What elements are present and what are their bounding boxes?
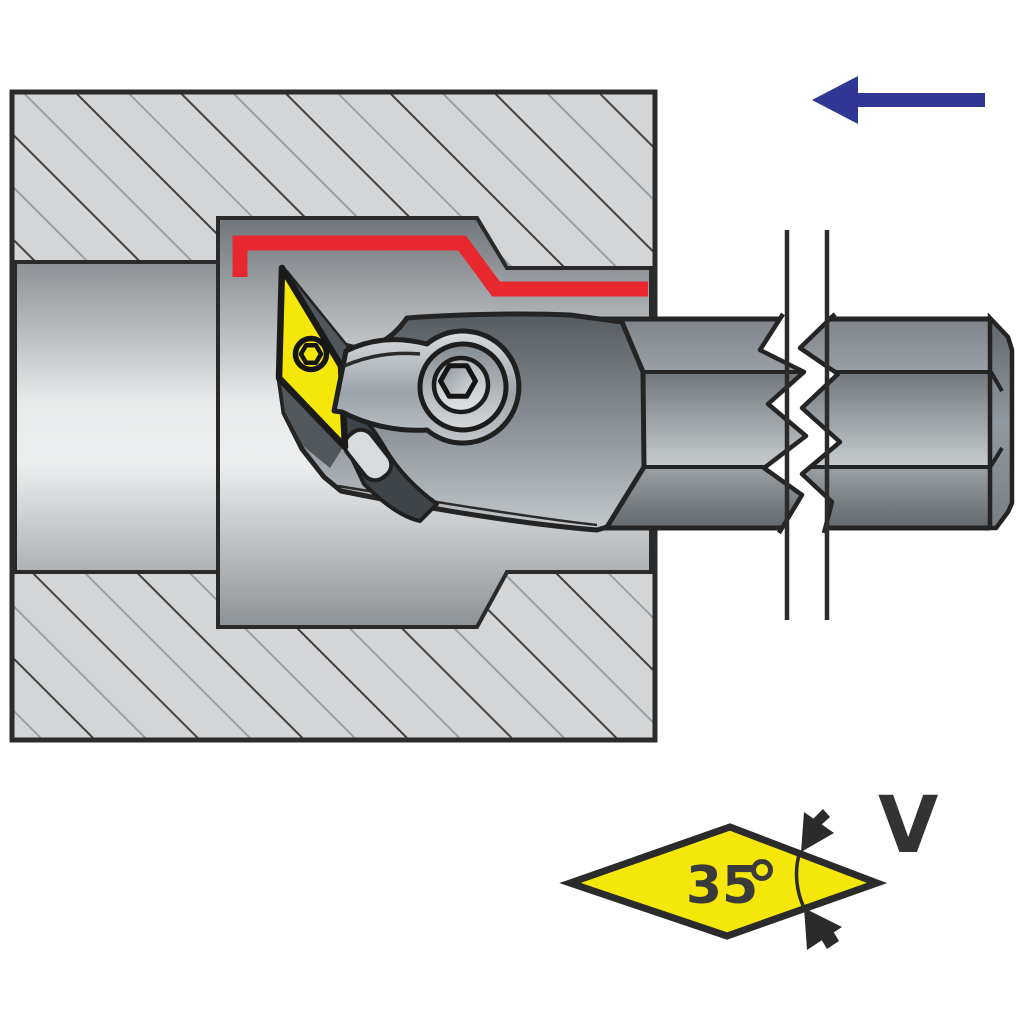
insert-body [275, 264, 349, 451]
hex-socket-icon [438, 363, 478, 399]
insert-shape-legend: 35 V [559, 781, 938, 950]
degree-symbol [751, 859, 773, 881]
clamp-arm-crease [343, 351, 421, 368]
end-cap-crease-top [989, 370, 1004, 393]
angle-label: 35 [686, 856, 758, 916]
clamp-finger [342, 427, 394, 483]
machined-contour-line [232, 235, 648, 297]
shank-break-symbol [757, 230, 843, 620]
shank-end-cap [987, 312, 1015, 531]
feed-direction-arrow-icon [812, 76, 985, 124]
insert-hole-hex-icon [298, 343, 324, 365]
angle-arrow-top-icon [801, 809, 834, 852]
insert-code-label: V [878, 781, 938, 871]
insert-hole-ring-icon [292, 335, 330, 373]
angle-dimension-arc [794, 850, 807, 911]
end-cap-crease-bottom [989, 446, 1004, 468]
clamp-assembly [331, 328, 522, 446]
v-insert [275, 264, 349, 451]
angle-arrow-bottom-icon [804, 908, 842, 950]
